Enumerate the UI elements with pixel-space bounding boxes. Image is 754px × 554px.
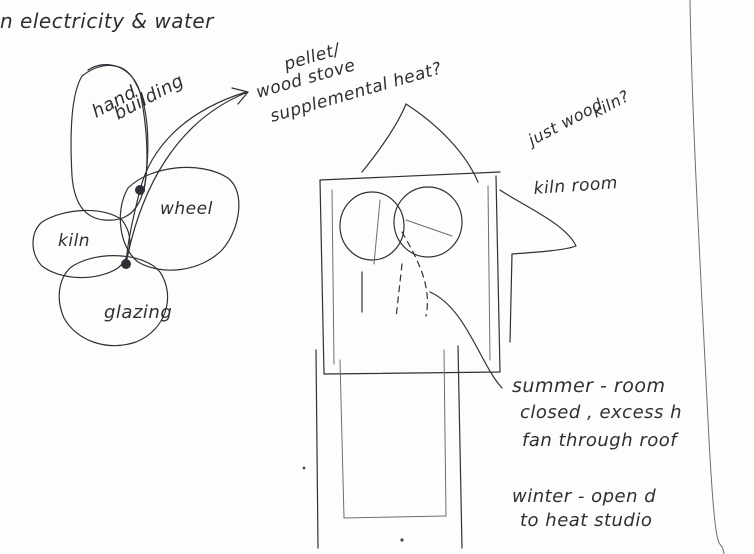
corridor-left — [316, 350, 318, 548]
label-wheel: wheel — [160, 199, 213, 219]
vent-dashed-center — [396, 264, 402, 318]
winter-line1: winter - open d — [512, 486, 656, 507]
wood-kiln-line2: kiln? — [589, 86, 633, 121]
summer-line3: fan through roof — [522, 430, 679, 451]
leader-line — [430, 292, 502, 388]
room-extension — [500, 190, 576, 342]
header-note: n electricity & water — [0, 9, 215, 33]
bubble-hand-building — [71, 65, 148, 220]
roof-left — [362, 104, 406, 172]
stray-mark-2 — [303, 467, 306, 470]
bubble-glazing — [59, 256, 167, 346]
season-notes: summer - room closed , excess h fan thro… — [512, 375, 682, 531]
wood-kiln-note: just wood kiln? — [523, 86, 632, 150]
corridor-inner-right — [444, 350, 446, 516]
stray-mark — [400, 538, 403, 541]
kiln-circle-2-stroke — [406, 220, 452, 236]
room-inner-left — [332, 190, 334, 364]
kiln-room-label: kiln room — [533, 173, 619, 199]
kiln-room-sketch — [316, 104, 576, 548]
label-glazing: glazing — [104, 302, 172, 323]
corridor-right — [458, 346, 462, 548]
summer-line1: summer - room — [512, 375, 665, 397]
label-kiln: kiln — [58, 231, 90, 251]
roof-line — [320, 172, 500, 180]
room-inner-right — [488, 186, 490, 360]
roof-right — [406, 104, 478, 182]
heat-note: pellet/ wood stove supplemental heat? — [254, 39, 444, 126]
page-margin-line — [690, 0, 724, 554]
bubble-diagram: hand building wheel kiln glazing — [33, 65, 239, 346]
kiln-circle-1-stroke — [374, 200, 380, 264]
winter-line2: to heat studio — [520, 510, 652, 531]
bubble-hand-building-outline — [88, 65, 147, 190]
corridor-base — [344, 516, 446, 518]
kiln-swing-arc — [402, 232, 427, 316]
corridor-inner-left — [340, 360, 344, 518]
summer-line2: closed , excess h — [520, 402, 682, 423]
